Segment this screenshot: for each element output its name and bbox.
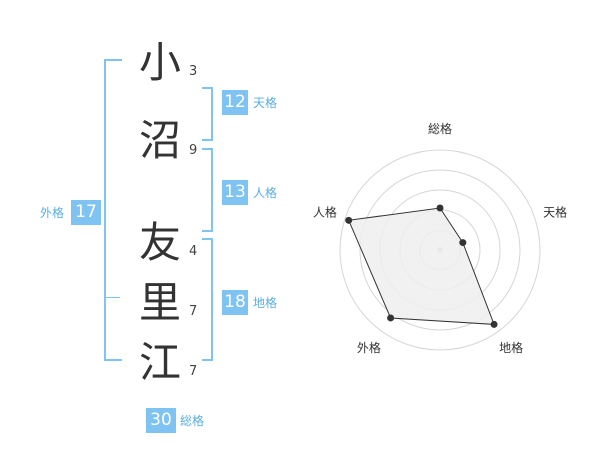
- gaikaku-bracket: [104, 59, 122, 361]
- stroke-count-2: 9: [189, 143, 198, 158]
- radar-axis-label-3: 地格: [499, 340, 523, 355]
- soukaku-label: 総格: [180, 414, 205, 428]
- radar-axis-label-1: 総格: [428, 121, 452, 136]
- radar-point-5: [345, 216, 353, 224]
- gaikaku-value: 17: [71, 200, 101, 225]
- stroke-count-3: 4: [189, 244, 198, 259]
- jinkaku-label: 人格: [253, 186, 278, 200]
- tenkaku-value: 12: [222, 90, 248, 115]
- gaikaku-bracket-tick: [104, 297, 120, 298]
- tenkaku-bracket: [202, 87, 213, 141]
- name-char-4: 里: [138, 278, 181, 327]
- radar-point-3: [490, 320, 498, 328]
- jinkaku-value: 13: [222, 180, 248, 205]
- radar-point-2: [459, 239, 467, 247]
- soukaku-value: 30: [146, 408, 176, 433]
- name-char-2: 沼: [138, 116, 181, 165]
- chikaku-label: 地格: [253, 296, 278, 310]
- gaikaku-label: 外格: [40, 206, 65, 220]
- name-char-5: 江: [138, 338, 181, 387]
- radar-axis-label-4: 外格: [357, 340, 381, 355]
- tenkaku-label: 天格: [253, 96, 278, 110]
- chikaku-value: 18: [222, 290, 248, 315]
- stroke-count-1: 3: [189, 64, 198, 79]
- radar-point-4: [387, 314, 395, 322]
- stroke-count-4: 7: [189, 304, 198, 319]
- name-char-3: 友: [138, 218, 181, 267]
- chikaku-bracket: [202, 238, 213, 361]
- radar-axis-label-2: 天格: [543, 205, 567, 220]
- radar-axis-label-5: 人格: [313, 205, 337, 220]
- radar-series-polygon: [347, 207, 495, 325]
- jinkaku-bracket: [202, 148, 213, 232]
- name-char-1: 小: [138, 38, 181, 87]
- radar-point-1: [436, 204, 444, 212]
- stroke-count-5: 7: [189, 364, 198, 379]
- radar-points: [345, 204, 498, 328]
